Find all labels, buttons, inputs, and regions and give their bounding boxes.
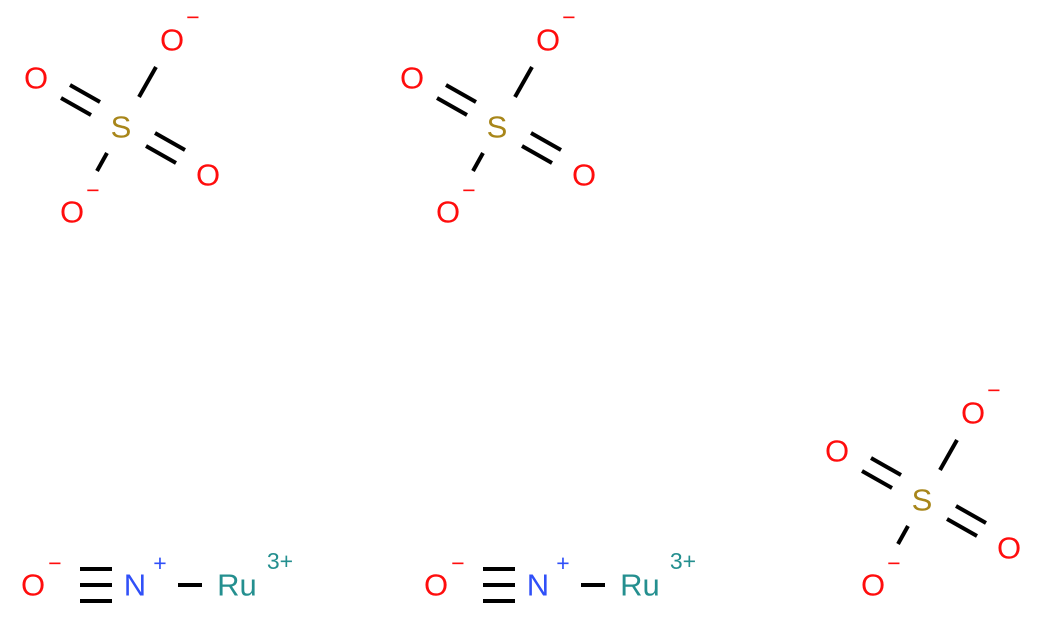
double-bond-line	[955, 504, 987, 525]
nitrogen-atom: N	[124, 568, 146, 603]
double-bond-line	[521, 144, 553, 165]
sulfate-ion: SO−OOO−	[825, 377, 1021, 603]
charge-label: −	[86, 177, 99, 203]
oxygen-atom: O	[436, 195, 460, 230]
double-bond-line	[154, 131, 186, 152]
charge-label: −	[562, 4, 575, 30]
sulfate-ion: SO−OOO−	[24, 4, 220, 230]
oxygen-atom: O	[21, 568, 45, 603]
double-bond-line	[530, 131, 562, 152]
oxygen-atom: O	[825, 434, 849, 469]
double-bond-line	[60, 96, 92, 117]
double-bond-line	[436, 96, 468, 117]
oxygen-atom: O	[424, 568, 448, 603]
charge-label: +	[153, 550, 166, 576]
sulfur-atom: S	[487, 110, 508, 145]
sulfur-atom: S	[111, 110, 132, 145]
oxygen-atom: O	[997, 531, 1021, 566]
single-bond	[896, 525, 910, 545]
sulfate-ion: SO−OOO−	[400, 4, 596, 230]
charge-label: −	[186, 4, 199, 30]
ruthenium-atom: Ru	[217, 568, 257, 603]
charge-label: −	[451, 550, 464, 576]
double-bond-line	[861, 469, 893, 490]
oxygen-atom: O	[160, 23, 184, 58]
nitrogen-atom: N	[527, 568, 549, 603]
oxygen-atom: O	[536, 23, 560, 58]
charge-label: 3+	[267, 548, 293, 574]
oxygen-atom: O	[961, 396, 985, 431]
oxygen-atom: O	[572, 158, 596, 193]
single-bond	[513, 66, 534, 98]
double-bond-line	[445, 83, 477, 104]
charge-label: −	[887, 550, 900, 576]
double-bond-line	[69, 83, 101, 104]
oxygen-atom: O	[60, 195, 84, 230]
charge-label: −	[48, 550, 61, 576]
single-bond	[95, 152, 109, 172]
sulfur-atom: S	[912, 483, 933, 518]
nitrosyl-ruthenium: O− N + Ru 3+	[21, 548, 293, 603]
charge-label: −	[987, 377, 1000, 403]
nitrosyl-ruthenium: O− N + Ru 3+	[424, 548, 696, 603]
charge-label: +	[556, 550, 569, 576]
oxygen-atom: O	[196, 158, 220, 193]
double-bond-line	[870, 456, 902, 477]
double-bond-line	[145, 144, 177, 165]
oxygen-atom: O	[24, 61, 48, 96]
single-bond	[471, 152, 485, 172]
charge-label: −	[462, 177, 475, 203]
single-bond	[137, 66, 158, 98]
double-bond-line	[946, 517, 978, 538]
single-bond	[938, 439, 959, 471]
oxygen-atom: O	[861, 568, 885, 603]
oxygen-atom: O	[400, 61, 424, 96]
charge-label: 3+	[670, 548, 696, 574]
ruthenium-atom: Ru	[620, 568, 660, 603]
